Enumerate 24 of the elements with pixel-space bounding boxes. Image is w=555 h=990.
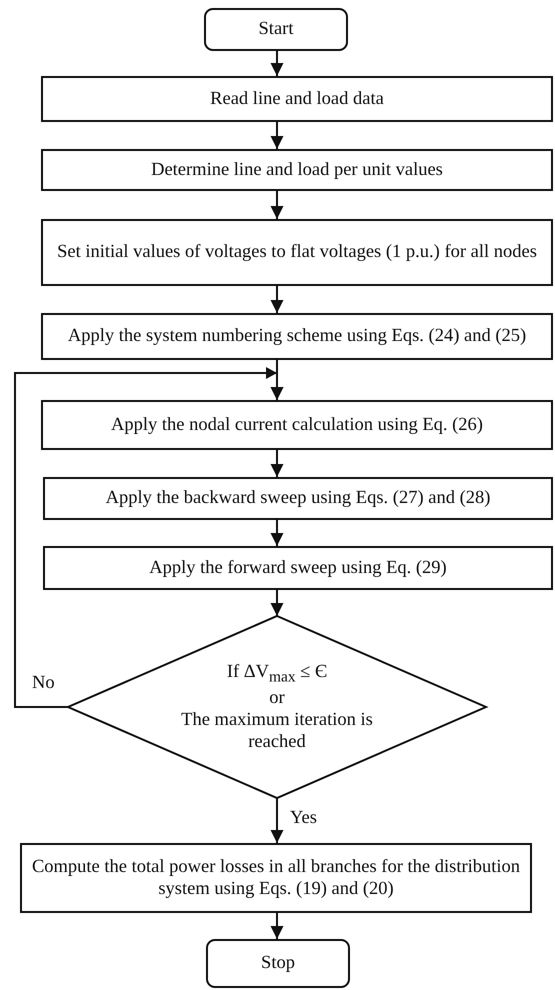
process-box (20, 843, 532, 913)
step-text: Apply the backward sweep using Eqs. (27) and (28) (106, 487, 490, 510)
process-box (41, 149, 553, 191)
terminal-box (206, 939, 350, 988)
step-text: Start (258, 18, 294, 41)
step-text: Read line and load data (210, 88, 384, 110)
decision-diamond (68, 616, 486, 798)
process-box (41, 219, 553, 286)
condition-text: or (269, 686, 285, 709)
step-text: Determine line and load per unit values (151, 158, 443, 182)
process-box (41, 400, 553, 450)
step-text: Apply the nodal current calculation using Eq. (26) (111, 414, 483, 436)
step-text: Compute the total power losses in all branches for the distribution system using Eqs. (19) and (20) (30, 856, 522, 900)
process-box (41, 313, 553, 360)
process-box (41, 76, 553, 122)
step-text: Apply the forward sweep using Eq. (29) (149, 556, 447, 580)
process-box (43, 546, 553, 590)
step-text: Apply the system numbering scheme using Eqs. (24) and (25) (68, 325, 526, 348)
condition-text: The maximum iteration is reached (180, 709, 374, 754)
process-box (43, 477, 553, 520)
step-text: Set initial values of voltages to flat voltages (1 p.u.) for all nodes (57, 241, 537, 264)
terminal-box (204, 8, 348, 51)
condition-text: If ΔV$_{max}$ ≤ Є (226, 660, 328, 687)
step-text: Stop (261, 952, 295, 975)
